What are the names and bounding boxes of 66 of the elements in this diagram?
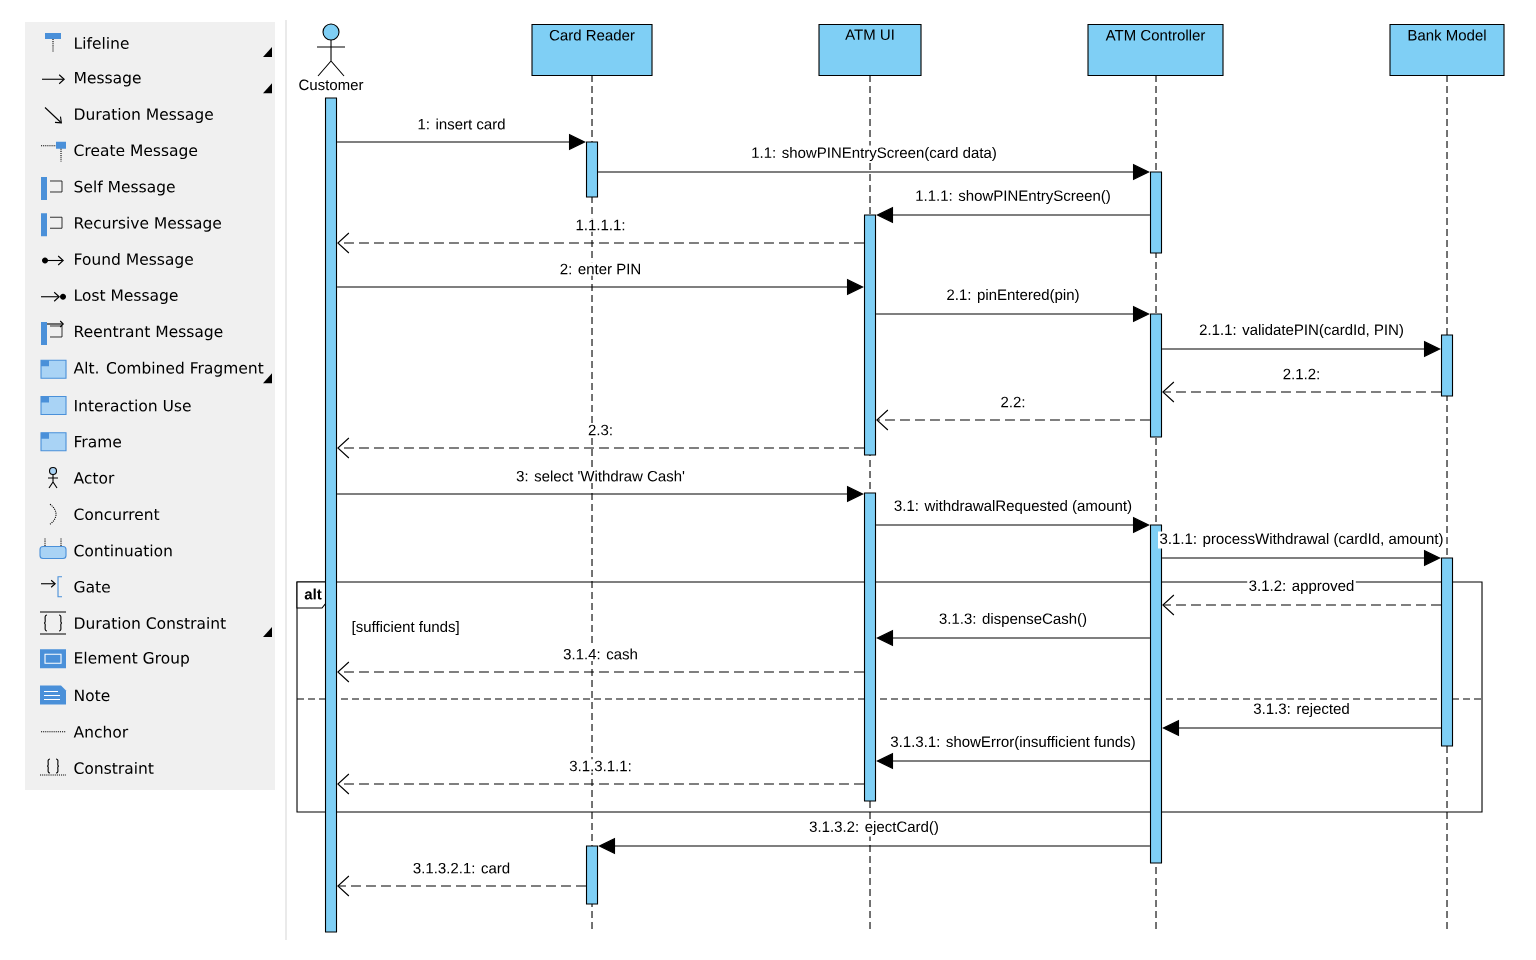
palette-item: Lost Message — [75, 289, 178, 304]
edge-label: 2.3: — [586, 423, 615, 437]
palette-item: Recursive Message — [75, 216, 221, 232]
palette-item: Concurrent — [74, 508, 160, 521]
palette-item: Message — [75, 72, 141, 87]
activation-bar — [1149, 171, 1163, 254]
palette-item: Duration Constraint — [75, 617, 226, 629]
edge-label: 2: enter PIN — [558, 262, 643, 276]
message-arrow — [1162, 381, 1442, 403]
edge-label: 3.1: withdrawalRequested (amount) — [892, 498, 1134, 516]
message-arrow — [1162, 594, 1442, 616]
edge-label: 3.1.2: approved — [1247, 578, 1356, 596]
edge-label: 3.1.3.1: showError(insufficient funds) — [888, 734, 1138, 752]
palette-item: Reentrant Message — [75, 325, 223, 341]
lifeline-head: Card Reader — [531, 24, 653, 77]
palette-item: Lifeline — [75, 37, 129, 49]
actor: Customer — [299, 23, 364, 91]
edge-label: 3.1.3.2: ejectCard() — [807, 819, 941, 837]
lifeline-head: Bank Model — [1389, 24, 1505, 77]
edge-label: 2.1.1: validatePIN(cardId, PIN) — [1197, 322, 1406, 340]
palette-item: Found Message — [75, 253, 193, 268]
edge-label: 3: select 'Withdraw Cash' — [514, 469, 687, 483]
edge-label: 2.1: pinEntered(pin) — [944, 287, 1082, 305]
message-arrow — [337, 875, 587, 897]
message-arrow — [876, 409, 1151, 431]
edge-label: 1.1.1: showPINEntryScreen() — [913, 188, 1113, 206]
palette-item: Self Message — [74, 180, 175, 196]
edge-label: 2.1.2: — [1281, 367, 1322, 381]
activation-bar — [863, 214, 877, 456]
palette-item: Create Message — [74, 144, 198, 160]
activation-bar — [863, 492, 877, 802]
palette-item: Interaction Use — [75, 399, 191, 412]
edge-label: 2.2: — [999, 395, 1027, 409]
palette-item: Constraint — [74, 762, 154, 774]
activation-bar — [324, 97, 338, 933]
edge-label: 3.1.4: cash — [561, 647, 640, 661]
activation-bar — [585, 845, 599, 905]
lifeline-head: ATM Controller — [1087, 24, 1224, 77]
palette-item: Frame — [75, 436, 122, 448]
palette-item: Anchor — [73, 725, 129, 738]
edge-label: 3.1.3.2.1: card — [411, 861, 512, 875]
edge-label: 1.1: showPINEntryScreen(card data) — [749, 145, 999, 163]
lifeline-head: ATM UI — [818, 24, 922, 77]
palette-item: Continuation — [74, 544, 172, 557]
activation-bar — [1440, 334, 1454, 397]
palette-item: Duration Message — [75, 108, 213, 123]
palette-item: Alt. Combined Fragment — [73, 361, 264, 377]
edge-label: 3.1.1: processWithdrawal (cardId, amount) — [1158, 531, 1445, 549]
palette-item: Gate — [74, 580, 110, 593]
node-label: Customer — [299, 79, 364, 91]
message-arrow — [337, 661, 865, 683]
palette-item: Actor — [73, 472, 115, 484]
edge-label: 1: insert card — [415, 117, 508, 131]
palette-item: Element Group — [75, 651, 189, 667]
edge-label: 3.1.3.1.1: — [567, 759, 634, 773]
message-arrow — [337, 232, 865, 254]
message-arrow — [337, 773, 865, 795]
edge-label: 3.1.3: dispenseCash() — [937, 611, 1089, 629]
activation-bar — [1149, 313, 1163, 438]
palette-item: Note — [75, 689, 110, 702]
guard-condition: [sufficient funds] — [352, 621, 459, 635]
activation-bar — [1440, 557, 1454, 747]
message-arrow — [337, 437, 865, 459]
activation-bar — [585, 141, 599, 198]
edge-label: 1.1.1.1: — [574, 218, 628, 232]
edge-label: 3.1.3: rejected — [1251, 701, 1352, 719]
